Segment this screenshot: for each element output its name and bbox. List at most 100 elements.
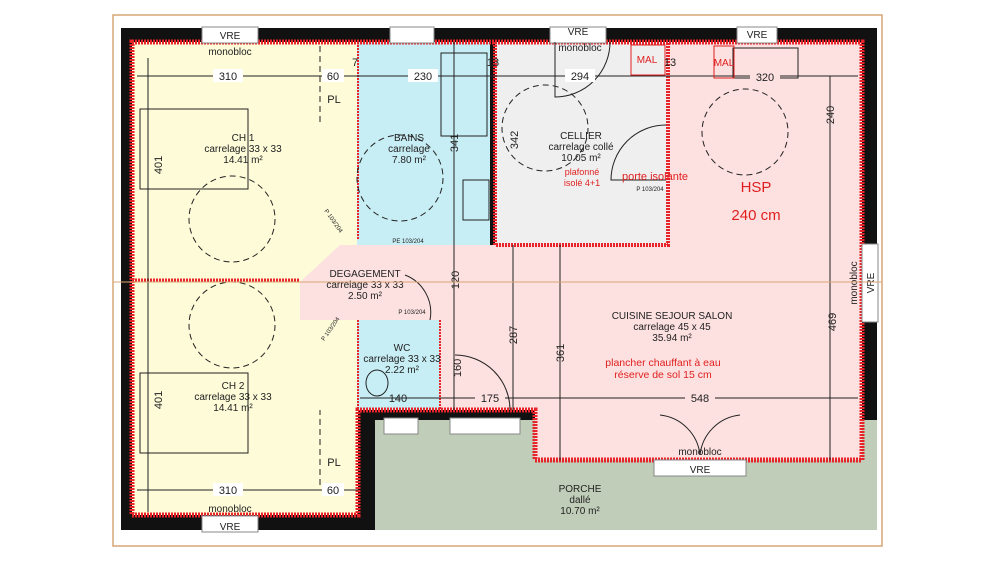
- plan-text: 342: [509, 131, 521, 149]
- mal-label: MAL: [637, 55, 658, 66]
- room-name-bains: BAINS: [394, 133, 424, 144]
- plan-shape: [188, 175, 276, 263]
- plan-shape: [322, 483, 344, 496]
- plan-shape: [213, 483, 243, 496]
- wc-area: [357, 320, 440, 410]
- plan-text: plafonné: [565, 167, 600, 177]
- room-name-wc: WC: [394, 343, 411, 354]
- turning-circles: [188, 46, 789, 485]
- room-name-degagement: DEGAGEMENT: [329, 269, 400, 280]
- door-swings: [404, 41, 741, 456]
- plan-text: carrelage 33 x 33: [194, 392, 272, 403]
- door-code: P 103/204: [398, 310, 426, 316]
- dimensions: 310 60 7 230 13 294 13 320 240 342 341 4…: [153, 57, 839, 497]
- cellier-wall: [493, 42, 670, 247]
- plan-text: 14.41 m²: [223, 155, 263, 166]
- vre-label: VRE: [220, 31, 241, 42]
- plan-text: 35.94 m²: [652, 333, 692, 344]
- window-cuisine[interactable]: [736, 26, 778, 44]
- insulated-wall: [129, 39, 865, 518]
- dimension-lines: [137, 42, 858, 512]
- plan-shape: [322, 69, 344, 82]
- room-name-cellier: CELLIER: [560, 131, 602, 142]
- bathtub: [440, 52, 488, 137]
- plan-text: 120: [450, 271, 462, 289]
- plan-text: carrelage: [388, 144, 430, 155]
- window-sejour-side[interactable]: [861, 243, 879, 323]
- plan-text: carrelage 45 x 45: [633, 322, 711, 333]
- plan-text: 60: [327, 71, 339, 83]
- plan-text: 310: [219, 71, 237, 83]
- hsp-label: HSP: [741, 179, 772, 196]
- hsp-value: 240 cm: [731, 207, 780, 224]
- plan-shape: [565, 69, 595, 82]
- plan-text: 140: [389, 393, 407, 405]
- bed-ch2: [139, 372, 249, 454]
- porte-isolante-label: porte isolante: [622, 171, 688, 183]
- plan-text: 2.50 m²: [348, 291, 383, 302]
- living-area: [300, 42, 862, 460]
- plan-text: 10.05 m²: [561, 153, 601, 164]
- room-labels: CH 1 carrelage 33 x 33 14.41 m² CH 2 car…: [194, 131, 732, 517]
- washbasin: [462, 179, 490, 221]
- bed-ch1: [139, 108, 249, 190]
- placard-label: PL: [327, 94, 340, 106]
- monobloc-label: monobloc: [208, 504, 251, 515]
- plan-text: 175: [481, 393, 499, 405]
- plan-text: 14.41 m²: [213, 403, 253, 414]
- partitions: [357, 42, 441, 410]
- door-code: PE 103/204: [392, 239, 424, 245]
- plan-shape: [356, 134, 444, 222]
- plan-text: 13: [664, 57, 676, 69]
- room-name-porche: PORCHE: [559, 484, 602, 495]
- plan-text: 287: [508, 326, 520, 344]
- room-name-ch1: CH 1: [232, 133, 255, 144]
- plan-text: 13: [487, 57, 499, 69]
- plan-text: 469: [827, 313, 839, 331]
- plan-shape: [475, 391, 505, 404]
- plan-text: 361: [555, 344, 567, 362]
- plan-shape: [630, 44, 666, 76]
- plan-text: carrelage collé: [548, 142, 613, 153]
- plan-text: réserve de sol 15 cm: [614, 369, 712, 381]
- vre-label: VRE: [747, 30, 768, 41]
- plan-text: dallé: [569, 495, 591, 506]
- plan-text: 7.80 m²: [392, 155, 427, 166]
- mal-label: MAL: [714, 58, 735, 69]
- plan-text: carrelage 33 x 33: [204, 144, 282, 155]
- monobloc-label: monobloc: [208, 47, 251, 58]
- plan-text: 10.70 m²: [560, 506, 600, 517]
- plan-shape: [137, 42, 858, 512]
- vre-label: VRE: [220, 522, 241, 533]
- plan-text: carrelage 33 x 33: [326, 280, 404, 291]
- window-bains[interactable]: [389, 26, 435, 44]
- room-name-ch2: CH 2: [222, 381, 245, 392]
- plan-shape: [750, 70, 780, 83]
- plan-text: 548: [691, 393, 709, 405]
- plan-text: 7: [352, 57, 358, 69]
- entry-door[interactable]: [449, 417, 521, 435]
- room-name-sejour: CUISINE SEJOUR SALON: [612, 311, 733, 322]
- annotations: HSP 240 cm porte isolante MAL MAL P 103/…: [321, 44, 781, 342]
- plan-shape: [408, 69, 438, 82]
- plan-shape: [213, 69, 780, 496]
- plan-text: 401: [153, 391, 165, 409]
- window-sejour[interactable]: [653, 459, 747, 477]
- window-wc[interactable]: [383, 417, 419, 435]
- plan-text: 310: [219, 485, 237, 497]
- monobloc-label: monobloc: [558, 43, 601, 54]
- plan-text: 240: [825, 106, 837, 124]
- placard-label: PL: [327, 457, 340, 469]
- vre-label: VRE: [568, 27, 589, 38]
- plan-text: 294: [571, 71, 589, 83]
- plan-text: 160: [452, 359, 464, 377]
- window-ch2[interactable]: [201, 515, 259, 533]
- door-code: P 103/204: [636, 187, 664, 193]
- window-cellier[interactable]: [549, 26, 607, 44]
- toilet: [365, 369, 389, 397]
- window-ch1[interactable]: [201, 26, 259, 44]
- plan-shape: [685, 391, 715, 404]
- plan-shape: [713, 45, 735, 79]
